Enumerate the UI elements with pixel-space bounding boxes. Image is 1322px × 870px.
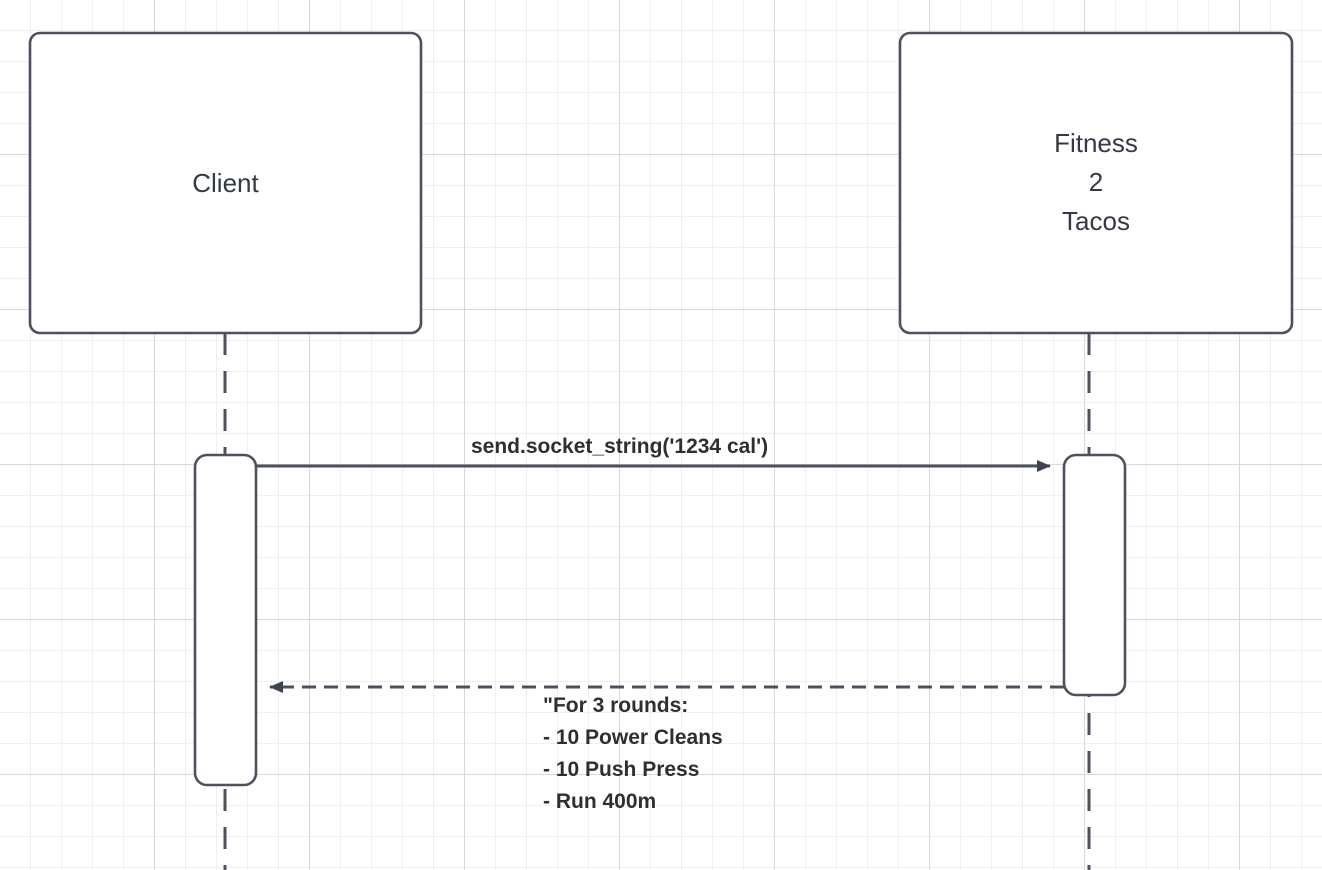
message-label-request: send.socket_string('1234 cal') <box>471 435 769 458</box>
message-label-reply: "For 3 rounds: - 10 Power Cleans - 10 Pu… <box>543 694 723 813</box>
activation-bar-client[interactable] <box>193 453 258 787</box>
activation-bar-server[interactable] <box>1062 453 1127 697</box>
participant-box-client[interactable] <box>28 31 423 335</box>
participant-box-server[interactable] <box>898 31 1294 335</box>
